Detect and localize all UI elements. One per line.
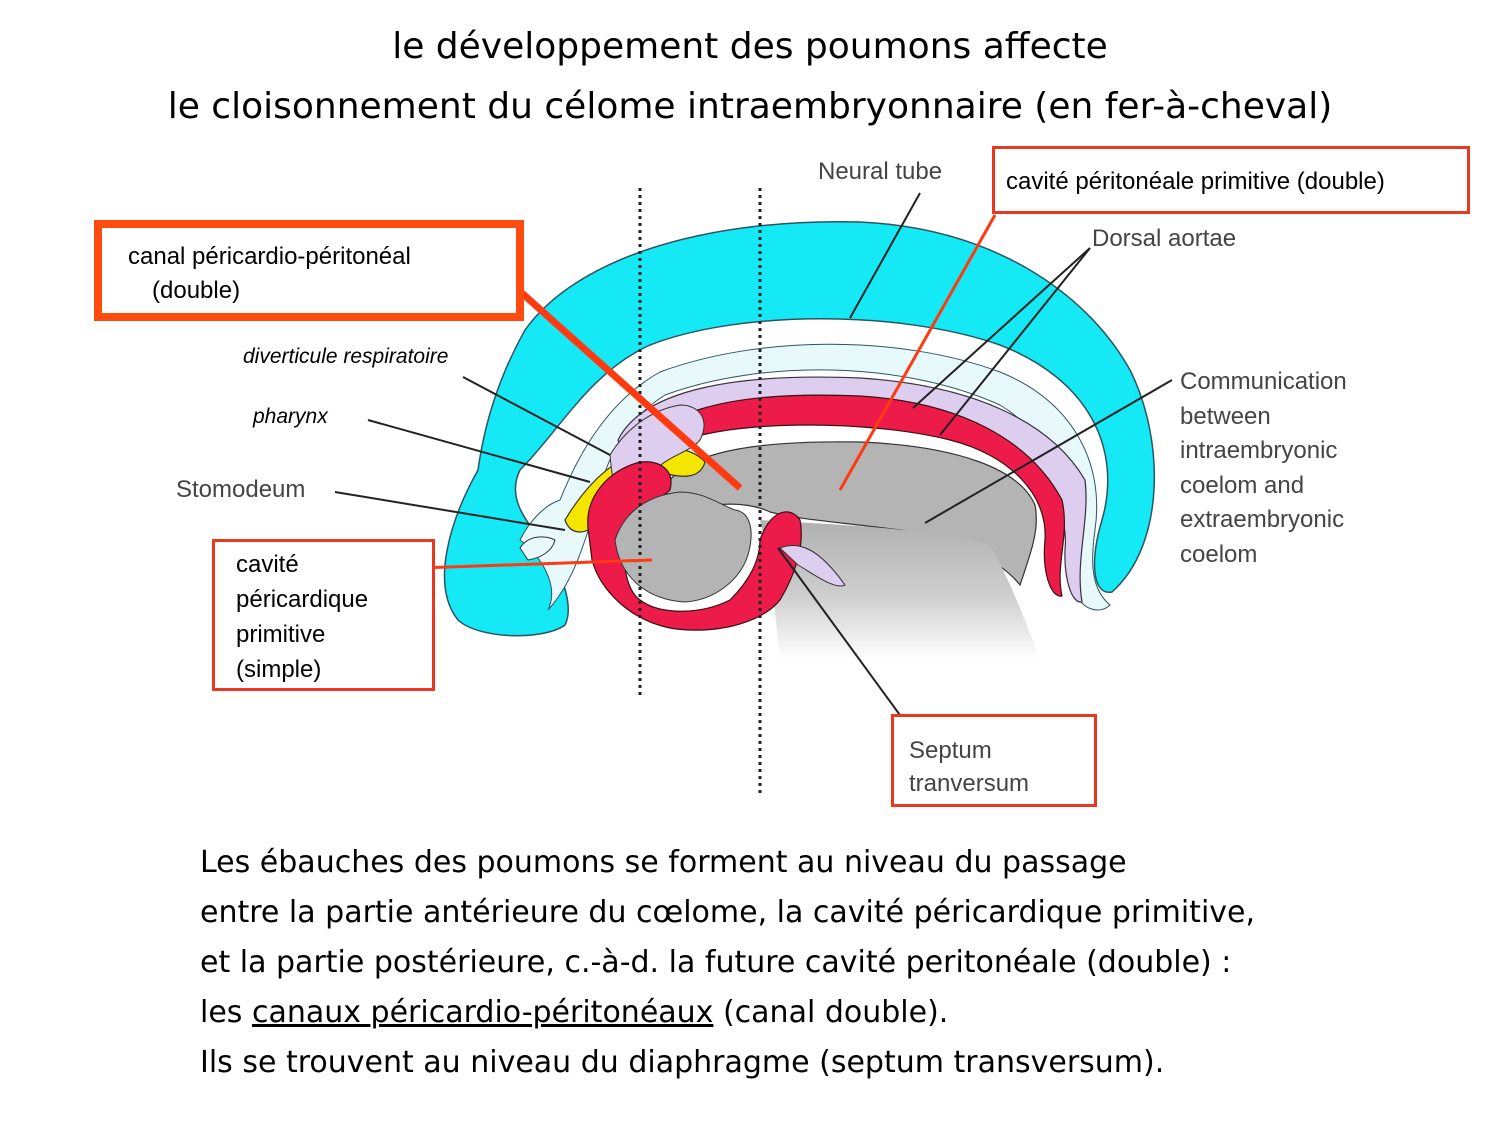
stomodeum-cavity [519,536,556,561]
neural-tube-label: Neural tube [818,158,943,185]
pointer-peritoneale [838,214,997,491]
pointer-pericardique [419,558,653,570]
peritoneale-box: cavité péritonéale primitive (double) [992,146,1470,214]
mesoderm-lining [519,343,1111,611]
communication-label: Communication between intraembryonic coe… [1180,368,1347,568]
diverticule-label: diverticule respiratoire [243,345,449,368]
leader-pharynx [367,419,591,483]
extraembryonic-coelom [760,520,1040,660]
slide-title-line-1: le développement des poumons affecte [392,26,1108,67]
pericardial-cavity [614,491,752,603]
dorsal-aorta-band [639,394,1065,597]
canal-box: canal péricardio-péritonéal (double) [94,220,524,321]
leader-stomodeum [334,491,566,531]
intraembryonic-coelom [659,441,1037,587]
septum-box: Septum tranversum [891,714,1097,807]
septum-band [779,544,846,587]
leader-dorsal-aortae-2 [939,247,1091,436]
explanation-text: Les ébauches des poumons se forment au n… [200,845,1256,1080]
leader-septum [777,547,906,723]
pharynx-label: pharynx [253,405,328,428]
ectoderm-shell [443,220,1156,637]
leader-communication [924,379,1173,524]
stomodeum-label: Stomodeum [176,476,306,503]
canaux-term: canaux péricardio-péritonéaux [251,995,714,1030]
pointer-canal [502,275,743,491]
leader-diverticule [462,376,611,456]
pericardique-box: cavité péricardique primitive (simple) [212,539,435,691]
dorsal-aortae-label: Dorsal aortae [1092,225,1237,252]
slide-title-line-2: le cloisonnement du célome intraembryonn… [167,86,1333,127]
leader-neural-tube [849,192,921,319]
leader-dorsal-aortae-1 [912,247,1091,409]
